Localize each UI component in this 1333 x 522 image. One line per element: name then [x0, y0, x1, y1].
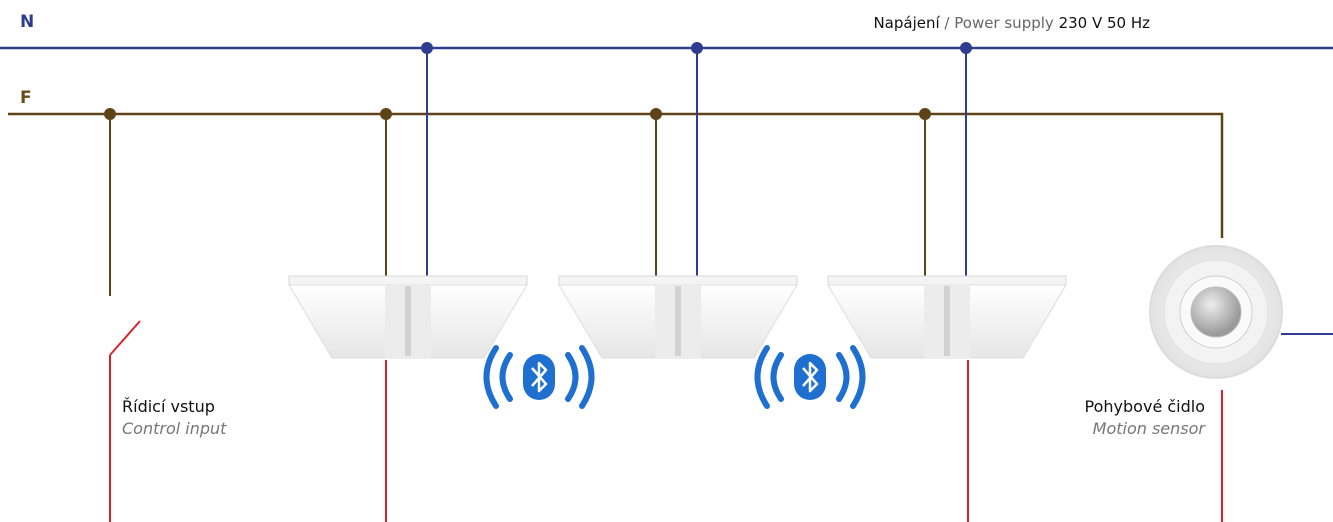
luminaire-2-wiring: [655, 48, 698, 278]
power-supply-label: Napájení / Power supply 230 V 50 Hz: [873, 14, 1150, 32]
junction-dot: [919, 108, 931, 120]
bluetooth-icon: [754, 345, 866, 409]
neutral-bus-label: N: [20, 12, 35, 32]
phase-bus-label: F: [20, 88, 32, 108]
control-input-cz: Řídicí vstup: [122, 397, 215, 416]
power-supply-en: Power supply: [954, 14, 1054, 32]
power-supply-cz: Napájení: [873, 14, 940, 32]
luminaire-1-wiring: [385, 48, 428, 522]
junction-dot: [960, 42, 972, 54]
junction-dot: [104, 108, 116, 120]
control-input-en: Control input: [122, 419, 227, 438]
motion-sensor-label: Pohybové čidlo Motion sensor: [1085, 396, 1205, 440]
neutral-junctions: [421, 42, 972, 54]
motion-sensor: [1149, 245, 1283, 379]
bluetooth-icon: [483, 345, 595, 409]
power-supply-separator: /: [939, 14, 955, 32]
motion-sensor-cz: Pohybové čidlo: [1084, 397, 1205, 416]
luminaire-3-wiring: [924, 48, 969, 522]
motion-sensor-wiring: [1221, 333, 1333, 522]
phase-junctions: [104, 108, 931, 120]
junction-dot: [691, 42, 703, 54]
control-input-label: Řídicí vstup Control input: [122, 396, 226, 440]
phase-bus-line: [8, 112, 1224, 238]
junction-dot: [421, 42, 433, 54]
junction-dot: [380, 108, 392, 120]
motion-sensor-en: Motion sensor: [1092, 419, 1205, 438]
power-supply-rating: 230 V 50 Hz: [1058, 14, 1150, 32]
luminaire-2: [558, 275, 798, 359]
control-switch: [109, 114, 141, 522]
luminaire-3: [827, 275, 1067, 359]
junction-dot: [650, 108, 662, 120]
luminaire-1: [288, 275, 528, 359]
